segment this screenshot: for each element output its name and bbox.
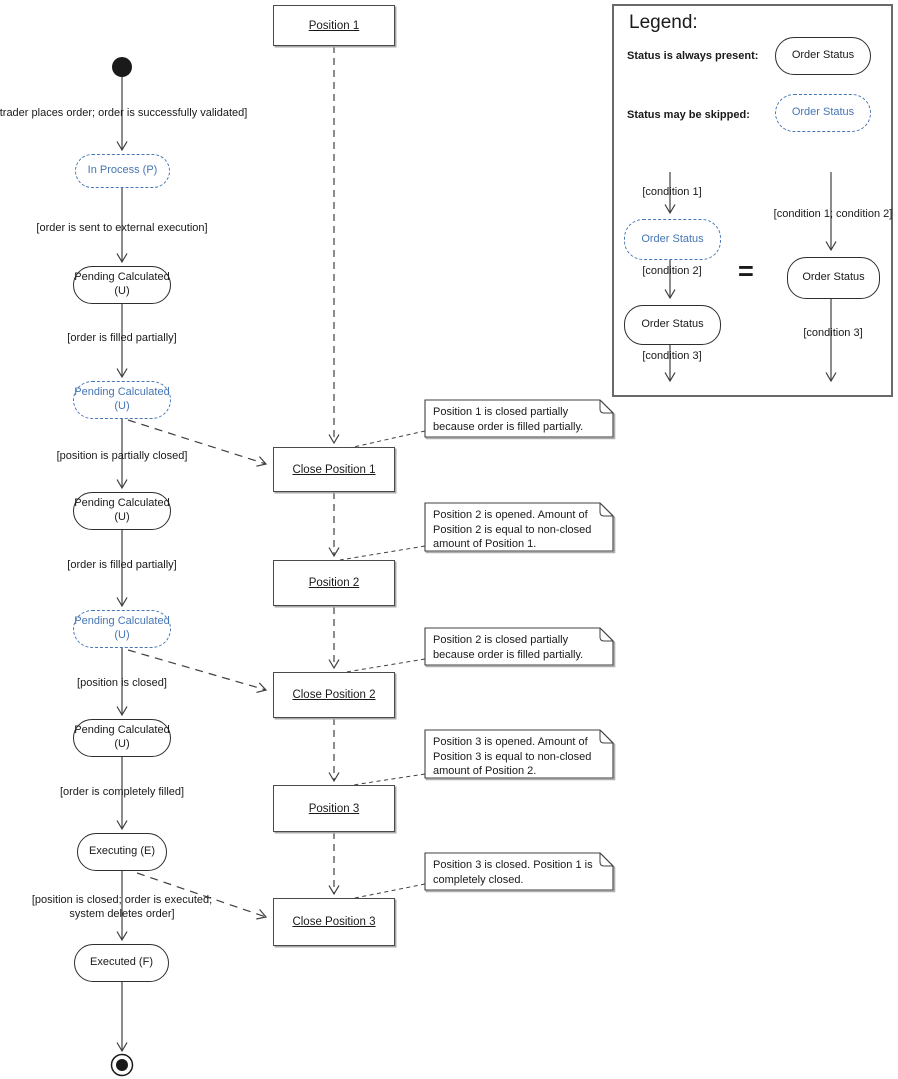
note-shapes [424,399,616,893]
position-box-position-3: Position 3 [273,785,395,832]
arrow-pending2-to-close1 [127,419,266,464]
status-node-executing: Executing (E) [77,833,167,871]
legend-condition-3-right-label: [condition 3] [803,327,863,339]
guard-label-order-executed: [position is closed; order is executed; … [31,894,213,921]
arrow-pending4-to-close2 [127,649,266,690]
note-close-position-1: Position 1 is closed partially because o… [433,406,584,433]
guard-label-sent-to-execution: [order is sent to external execution] [36,222,208,234]
position-box-close-position-2: Close Position 2 [273,672,395,718]
note-position-3-opened: Position 3 is opened. Amount of Position… [433,736,592,778]
guard-label-completely-filled: [order is completely filled] [59,786,185,798]
status-node-executed: Executed (F) [74,944,169,982]
status-node-in-process: In Process (P) [75,154,170,188]
note2-shape [424,502,614,552]
note3-shape [424,627,614,666]
note4-shape [424,729,614,779]
legend-title: Legend: [629,12,698,33]
legend-panel: Legend: Status is always present: Order … [612,4,893,397]
note1-shape [424,399,614,438]
legend-condition-1-2-label: [condition 1; condition 2] [773,208,893,220]
legend-condition-2-label: [condition 2] [642,265,702,277]
note1-fold-icon [599,400,613,414]
position-box-position-2: Position 2 [273,560,395,606]
legend-always-present-label: Status is always present: [627,50,759,62]
legend-pill-always: Order Status [775,37,871,75]
guard-label-partially-closed: [position is partially closed] [56,450,188,462]
initial-node [112,57,132,77]
legend-pill-skippable: Order Status [775,94,871,132]
guard-label-filled-partially-1: [order is filled partially] [67,332,177,344]
status-node-pending-calculated-2-skippable: Pending Calculated (U) [73,381,171,419]
guard-label-trader-places-order: [trader places order; order is successfu… [0,107,248,119]
guard-label-filled-partially-2: [order is filled partially] [67,559,177,571]
position-box-close-position-1: Close Position 1 [273,447,395,492]
guard-label-position-closed: [position is closed] [77,677,167,689]
position-box-close-position-3: Close Position 3 [273,898,395,946]
position-box-position-1: Position 1 [273,5,395,46]
note-position-2-opened: Position 2 is opened. Amount of Position… [433,509,592,551]
legend-condition-3-left-label: [condition 3] [642,350,702,362]
legend-may-be-skipped-label: Status may be skipped: [627,109,750,121]
status-node-pending-calculated-5: Pending Calculated (U) [73,719,171,757]
status-node-pending-calculated-3: Pending Calculated (U) [73,492,171,530]
note-close-position-2: Position 2 is closed partially because o… [433,634,584,661]
note5-fold-icon [599,853,613,867]
legend-mini-pill-solid-left: Order Status [624,305,721,345]
arrow-executing-to-close3 [136,872,266,917]
note2-fold-icon [599,503,613,517]
note5-shape [424,852,614,891]
legend-mini-pill-solid-right: Order Status [787,257,880,299]
note2-connector [339,545,426,561]
legend-equals-sign: = [738,256,754,286]
status-node-pending-calculated-4-skippable: Pending Calculated (U) [73,610,171,648]
status-node-pending-calculated-1: Pending Calculated (U) [73,266,171,304]
note-position-3-closed: Position 3 is closed. Position 1 is comp… [433,859,593,886]
legend-mini-pill-skippable: Order Status [624,219,721,260]
legend-condition-1-label: [condition 1] [642,186,702,198]
note4-fold-icon [599,730,613,744]
note3-fold-icon [599,628,613,642]
final-node-dot [116,1059,128,1071]
note3-connector [339,658,426,674]
